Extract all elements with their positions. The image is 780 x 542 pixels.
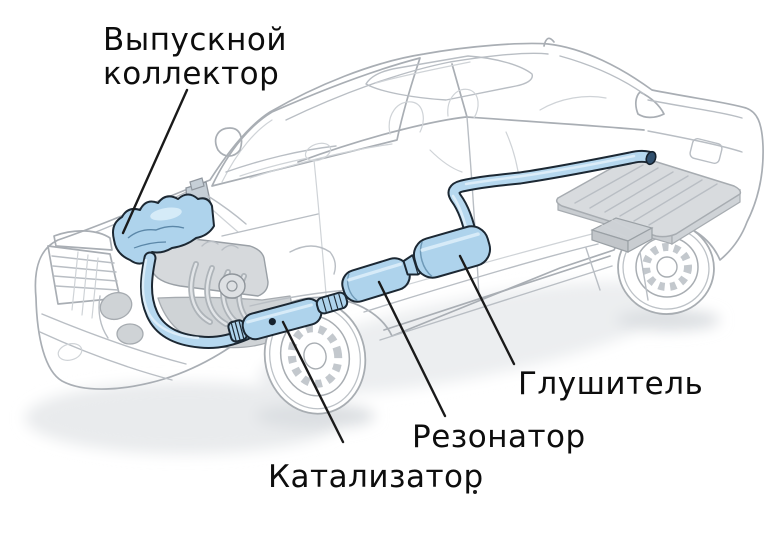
belt	[98, 295, 109, 339]
shadow-front-wheel	[255, 403, 375, 429]
strut-brace	[221, 213, 319, 237]
cat-flex-ribs	[230, 321, 245, 341]
rocker-line-2	[379, 265, 613, 341]
resonator-endcap	[346, 273, 358, 301]
windshield	[211, 57, 421, 187]
rear-rim-holes	[642, 243, 692, 291]
cat-highlight	[246, 303, 313, 324]
manifold-highlight	[150, 207, 182, 221]
beltline	[297, 116, 645, 163]
muffler-body	[412, 225, 492, 279]
cowl-line	[225, 145, 337, 173]
tank-strap	[639, 251, 649, 301]
canister-right	[627, 226, 653, 254]
fog-light	[57, 343, 83, 361]
trunk-gap	[647, 99, 743, 119]
valve-cover-bump	[221, 244, 239, 251]
front-hub	[303, 342, 327, 370]
exhaust-system	[112, 149, 657, 349]
headlight	[53, 230, 113, 251]
canister-rib	[601, 224, 627, 238]
label-exhaust-manifold-line2: коллектор	[103, 56, 279, 92]
compressor	[116, 323, 144, 345]
downpipe	[140, 251, 253, 349]
leader-resonator	[377, 280, 447, 418]
flex-pipe	[315, 291, 349, 315]
front-rim-holes	[287, 324, 343, 388]
manifold-detail	[133, 241, 167, 249]
fuel-tank-rib	[619, 175, 689, 217]
quarter-window	[634, 91, 665, 119]
rear-shoulder	[647, 130, 743, 153]
wiper-line	[239, 157, 309, 177]
alternator	[99, 291, 133, 321]
side-mirror	[214, 127, 243, 157]
grille-slat	[51, 255, 115, 264]
shadow-rear-wheel	[616, 309, 720, 331]
tank-strap	[585, 247, 601, 291]
speck-artifact	[473, 490, 477, 494]
rear-window-inner	[559, 55, 645, 95]
valve-cover-bump	[201, 240, 219, 247]
fuel-tank-rib	[633, 179, 703, 222]
fuel-tank	[555, 156, 742, 301]
bumper-line	[41, 313, 187, 365]
subframe-line	[249, 289, 349, 307]
leader-catalytic-converter	[281, 320, 345, 444]
canister-rib	[611, 219, 637, 233]
pulley	[218, 273, 246, 299]
rear-door-gap	[466, 116, 480, 297]
flex-ribs	[321, 293, 344, 313]
intake-runner-hl	[205, 266, 228, 326]
ignition-coil-cap	[189, 177, 205, 191]
grille-slat	[55, 285, 119, 291]
label-resonator: Резонатор	[412, 419, 586, 455]
resonator	[341, 257, 411, 303]
leader-lines	[121, 88, 516, 444]
leader-muffler	[458, 254, 516, 366]
radiator-line	[71, 251, 79, 311]
strut-tower	[289, 245, 337, 275]
rocker-line	[383, 255, 611, 331]
intake-runner-hl	[189, 262, 212, 324]
muffler	[412, 225, 492, 279]
leader-exhaust-manifold	[121, 88, 189, 235]
rear-hub	[656, 256, 678, 278]
catalytic-converter	[227, 297, 323, 343]
fuel-door	[689, 138, 723, 164]
spark-wire	[207, 195, 247, 225]
grille-slat	[52, 265, 117, 273]
label-exhaust-manifold-line1: Выпускной	[103, 22, 287, 58]
over-axle-pipe	[447, 149, 657, 247]
door-bottom-line	[363, 243, 599, 313]
fuel-tank-rib	[648, 183, 718, 226]
pulley-center	[226, 280, 238, 292]
radiator-line	[81, 254, 89, 316]
sunroof-inner	[375, 61, 471, 84]
shadow-front	[25, 382, 345, 454]
antenna	[543, 37, 555, 47]
roof-rail-inner	[285, 52, 549, 121]
canister-box	[590, 217, 654, 254]
oxygen-sensor	[268, 317, 276, 326]
label-catalytic-converter: Катализатор	[268, 459, 484, 495]
resonator-highlight	[347, 262, 403, 282]
bumper-line-lower	[39, 331, 173, 381]
label-muffler: Глушитель	[518, 366, 703, 402]
front-door-gap	[313, 159, 329, 319]
windshield-inner-line	[221, 119, 273, 183]
fuel-tank-rib	[574, 164, 644, 204]
radiator-line	[91, 257, 99, 319]
muffler-highlight	[420, 232, 480, 252]
labels: Выпускной коллектор Глушитель Резонатор …	[103, 22, 703, 495]
sunroof	[365, 55, 533, 101]
manifold-detail	[127, 225, 185, 239]
muffler-endcap	[419, 241, 433, 278]
tailpipe-end	[645, 150, 657, 166]
fuel-tank-rib	[589, 167, 659, 209]
fuel-tank-rib	[604, 171, 674, 213]
